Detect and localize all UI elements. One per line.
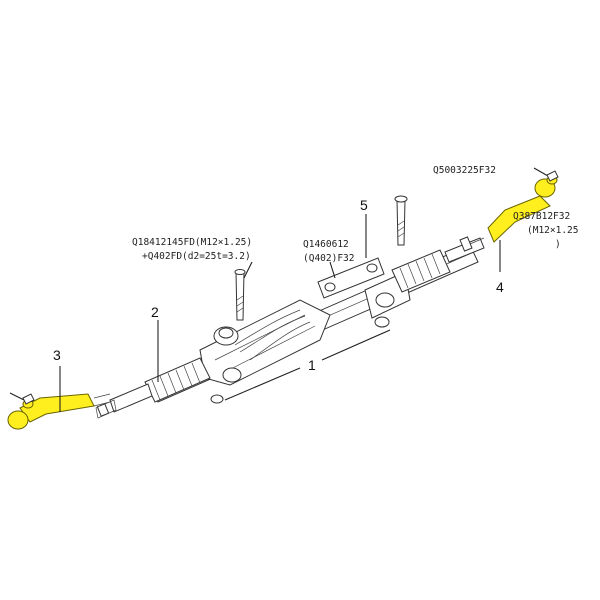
bracket-label-line1: Q1460612 xyxy=(303,239,349,250)
callout-5: 5 xyxy=(360,197,368,213)
tierod-right-label-line1: Q387B12F32 xyxy=(513,211,570,222)
right-mount-bolt xyxy=(394,195,408,246)
callout-3: 3 xyxy=(53,347,61,363)
callout-2: 2 xyxy=(151,304,159,320)
tierod-right-label-line2: (M12×1.25 xyxy=(527,225,578,236)
callout-4: 4 xyxy=(496,279,504,295)
mounting-bracket xyxy=(317,257,385,299)
bolt-left-label-line2: +Q402FD(d2=25t=3.2) xyxy=(142,251,251,262)
left-bellow-boot xyxy=(95,357,211,419)
right-tie-rod-nut xyxy=(533,167,559,182)
bracket-label-line2: (Q402)F32 xyxy=(303,253,354,264)
right-bellow-boot xyxy=(391,236,485,293)
left-tie-rod-end xyxy=(7,393,111,430)
nut-top-label: Q5003225F32 xyxy=(433,165,496,176)
callout-1: 1 xyxy=(308,357,316,373)
bolt-left-label-line1: Q18412145FD(M12×1.25) xyxy=(132,237,252,248)
leader-lines xyxy=(59,214,501,412)
left-mount-bolt xyxy=(234,269,246,321)
left-tie-rod-nut xyxy=(9,392,35,405)
right-tie-rod-end xyxy=(469,175,558,245)
tierod-right-label-line3: ) xyxy=(555,239,561,250)
